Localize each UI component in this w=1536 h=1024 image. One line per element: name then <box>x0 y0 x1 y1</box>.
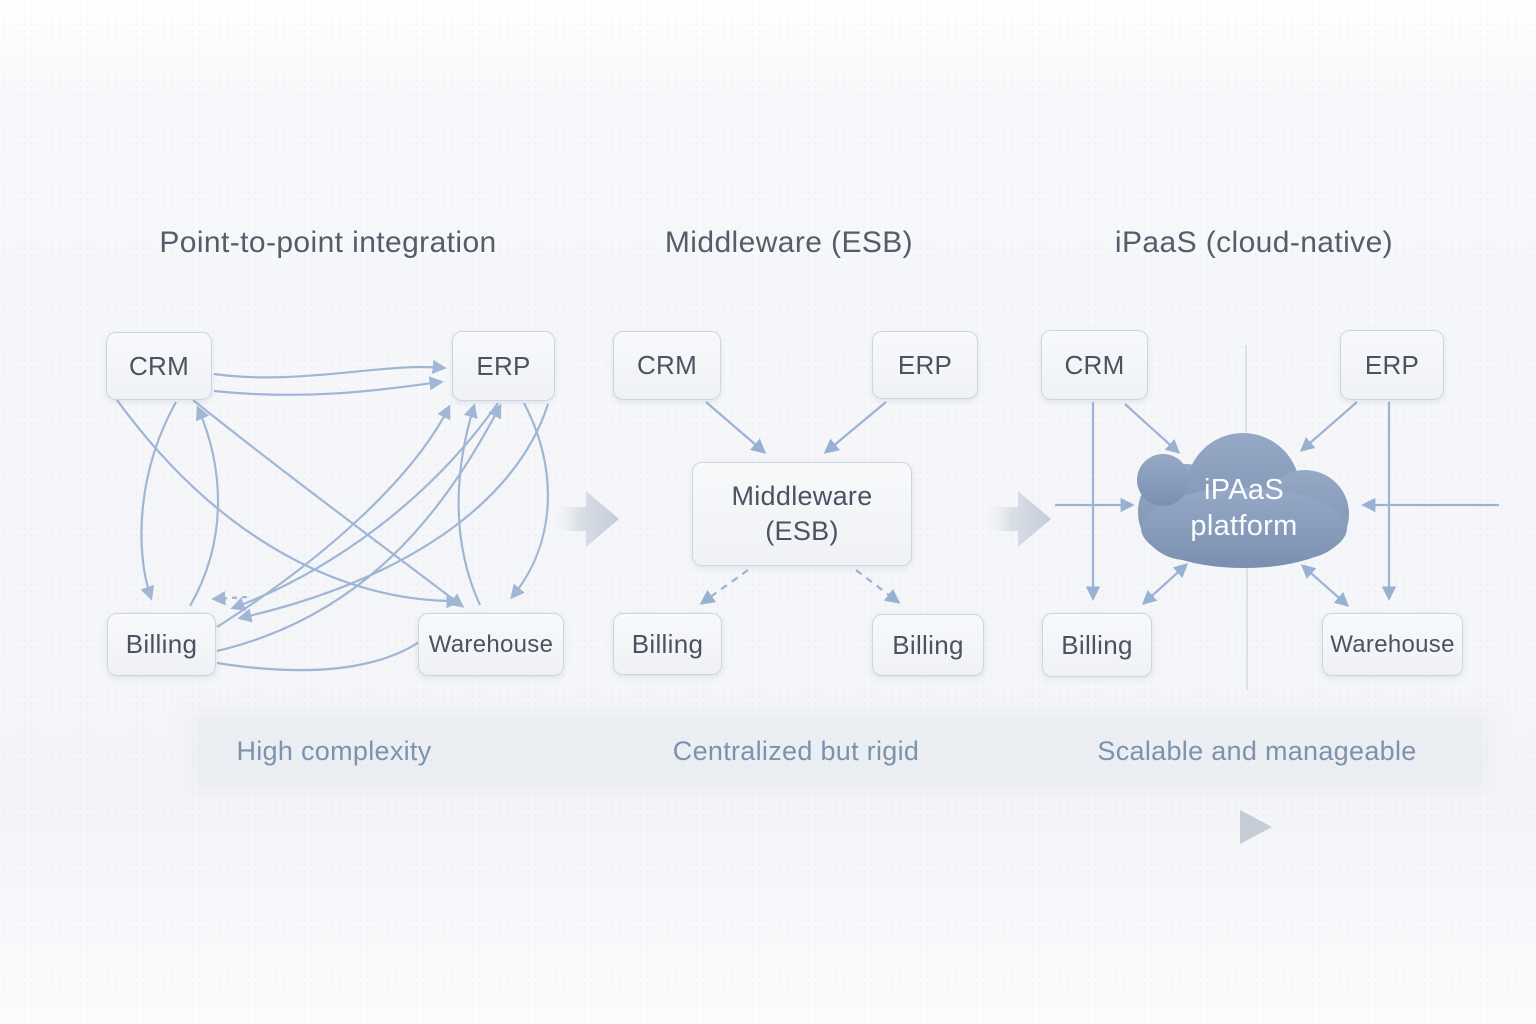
cloud-icon <box>1137 433 1349 568</box>
node-erp-esb: ERP <box>872 331 978 399</box>
hub-label-line1: Middleware <box>731 481 873 511</box>
timeline-arrow <box>170 810 1272 844</box>
panel2-title: Middleware (ESB) <box>664 226 914 259</box>
node-label: Warehouse <box>428 630 554 658</box>
cloud-label-line1: iPAaS <box>1204 474 1284 506</box>
node-label: Billing <box>631 628 704 659</box>
caption-band <box>198 719 1482 783</box>
node-billing-p2p: Billing <box>107 613 216 676</box>
node-crm-esb: CRM <box>613 331 721 400</box>
node-middleware-hub: Middleware (ESB) <box>692 462 912 566</box>
node-label: Billing <box>892 629 964 660</box>
ipaas-connection-arrows <box>1055 401 1499 607</box>
node-label: ERP <box>897 349 953 380</box>
node-label: ERP <box>1364 349 1420 380</box>
node-label: Warehouse <box>1330 630 1455 658</box>
transition-arrow-2 <box>978 491 1051 547</box>
hub-label-line2: (ESB) <box>765 516 839 546</box>
cloud-platform-label: iPAaS platform <box>1144 472 1344 544</box>
cloud-label-line2: platform <box>1190 510 1298 542</box>
node-billing-left-esb: Billing <box>613 613 722 675</box>
node-billing-right-esb: Billing <box>872 614 984 676</box>
node-label: ERP <box>476 350 531 381</box>
node-erp-p2p: ERP <box>452 331 555 401</box>
panel3-caption: Scalable and manageable <box>1097 736 1417 766</box>
panel1-title: Point-to-point integration <box>159 226 497 259</box>
node-warehouse-ipaas: Warehouse <box>1322 613 1463 676</box>
node-crm-ipaas: CRM <box>1041 330 1148 400</box>
node-label: CRM <box>1064 349 1125 380</box>
panel2-caption: Centralized but rigid <box>672 736 920 766</box>
esb-connection-arrows <box>699 401 901 605</box>
node-erp-ipaas: ERP <box>1340 330 1444 400</box>
node-label: CRM <box>636 350 698 380</box>
node-warehouse-p2p: Warehouse <box>418 613 564 676</box>
panel1-caption: High complexity <box>236 736 432 766</box>
node-label: Billing <box>1061 629 1133 660</box>
transition-arrow-1 <box>546 491 619 547</box>
node-billing-ipaas: Billing <box>1042 613 1152 677</box>
panel3-title: iPaaS (cloud-native) <box>1114 226 1394 259</box>
node-label: CRM <box>128 350 190 381</box>
node-label: Billing <box>125 629 198 659</box>
node-crm-p2p: CRM <box>106 332 212 400</box>
